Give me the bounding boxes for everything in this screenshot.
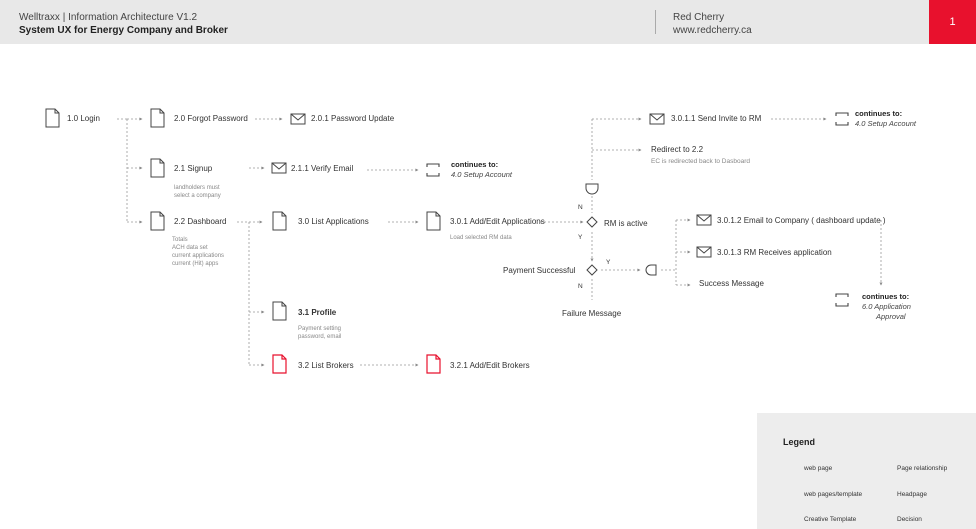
verify-email-icon [271, 162, 287, 174]
rm-receives-email-icon [696, 246, 712, 258]
redirect-note: EC is redirected back to Dasboard [651, 158, 750, 165]
add-edit-applications-label: 3.0.1 Add/Edit Applications [450, 217, 545, 226]
split-connector-icon [645, 264, 657, 276]
profile-note-2: password, email [298, 334, 342, 340]
payment-successful-label: Payment Successful [503, 266, 576, 275]
legend-web-pages-template-label: web pages/template [804, 491, 863, 498]
legend-creative-template-label: Creative Template [804, 516, 857, 523]
rm-active-decision-icon [586, 216, 598, 228]
rm-receives-label: 3.0.1.3 RM Receives application [717, 248, 832, 257]
continue-template-icon [835, 293, 849, 307]
dashboard-note-4: current (Hit) apps [172, 261, 219, 267]
company-url: www.redcherry.ca [673, 25, 752, 36]
send-invite-email-icon [649, 113, 665, 125]
dashboard-note-3: current applications [172, 253, 225, 259]
document-title: Welltraxx | Information Architecture V1.… [19, 12, 198, 23]
add-edit-brokers-label: 3.2.1 Add/Edit Brokers [450, 361, 530, 370]
continues-to-target: Approval [876, 312, 906, 321]
continues-to-target: 4.0 Setup Account [855, 119, 917, 128]
add-edit-brokers-headpage-icon [426, 354, 441, 374]
continues-to-title: continues to: [855, 109, 903, 118]
legend-title: Legend [783, 437, 816, 447]
forgot-password-page-icon [150, 108, 165, 128]
redirect-label: Redirect to 2.2 [651, 145, 704, 154]
rm-active-yes-label: Y [578, 234, 583, 241]
payment-no-label: N [578, 283, 583, 290]
merge-connector-icon [585, 183, 599, 195]
legend-decision-label: Decision [897, 516, 922, 523]
continue-template-icon [426, 163, 440, 177]
payment-yes-label: Y [606, 259, 611, 266]
signup-note-2: select a company [174, 193, 221, 199]
header-bar: Welltraxx | Information Architecture V1.… [0, 0, 976, 44]
legend-panel: Legend web page web pages/template Creat… [757, 413, 976, 529]
company-name: Red Cherry [673, 12, 725, 23]
success-message-label: Success Message [699, 279, 764, 288]
profile-page-icon [272, 301, 287, 321]
payment-decision-icon [586, 264, 598, 276]
forgot-password-label: 2.0 Forgot Password [174, 114, 248, 123]
dashboard-note-1: Totals [172, 237, 188, 243]
list-brokers-headpage-icon [272, 354, 287, 374]
add-edit-applications-page-icon [426, 211, 441, 231]
dashboard-label: 2.2 Dashboard [174, 217, 227, 226]
continue-template-icon [835, 112, 849, 126]
signup-page-icon [150, 158, 165, 178]
legend-headpage-label: Headpage [897, 491, 927, 498]
continues-to-title: continues to: [862, 292, 910, 301]
password-update-email-icon [290, 113, 306, 125]
signup-note-1: landholders must [174, 185, 220, 191]
page-number-badge: 1 [929, 0, 976, 44]
email-company-icon [696, 214, 712, 226]
password-update-label: 2.0.1 Password Update [311, 114, 395, 123]
legend-web-page-label: web page [804, 465, 833, 472]
login-label: 1.0 Login [67, 114, 100, 123]
profile-label: 3.1 Profile [298, 308, 337, 317]
legend-page-relationship-label: Page relationship [897, 465, 948, 472]
continues-to-target: 6.0 Application [862, 302, 911, 311]
add-edit-applications-note: Load selected RM data [450, 235, 512, 241]
list-applications-page-icon [272, 211, 287, 231]
list-applications-label: 3.0 List Applications [298, 217, 369, 226]
signup-label: 2.1 Signup [174, 164, 213, 173]
document-subtitle: System UX for Energy Company and Broker [19, 25, 228, 36]
verify-email-label: 2.1.1 Verify Email [291, 164, 354, 173]
list-brokers-label: 3.2 List Brokers [298, 361, 354, 370]
header-divider [655, 10, 656, 34]
send-invite-label: 3.0.1.1 Send Invite to RM [671, 114, 762, 123]
profile-note-1: Payment setting [298, 326, 342, 332]
rm-active-no-label: N [578, 204, 583, 211]
dashboard-page-icon [150, 211, 165, 231]
continues-to-target: 4.0 Setup Account [451, 170, 513, 179]
dashboard-note-2: ACH data set [172, 245, 208, 251]
failure-message-label: Failure Message [562, 309, 622, 318]
login-page-icon [45, 108, 60, 128]
rm-active-label: RM is active [604, 219, 648, 228]
continues-to-title: continues to: [451, 160, 499, 169]
email-company-label: 3.0.1.2 Email to Company ( dashboard upd… [717, 216, 886, 225]
